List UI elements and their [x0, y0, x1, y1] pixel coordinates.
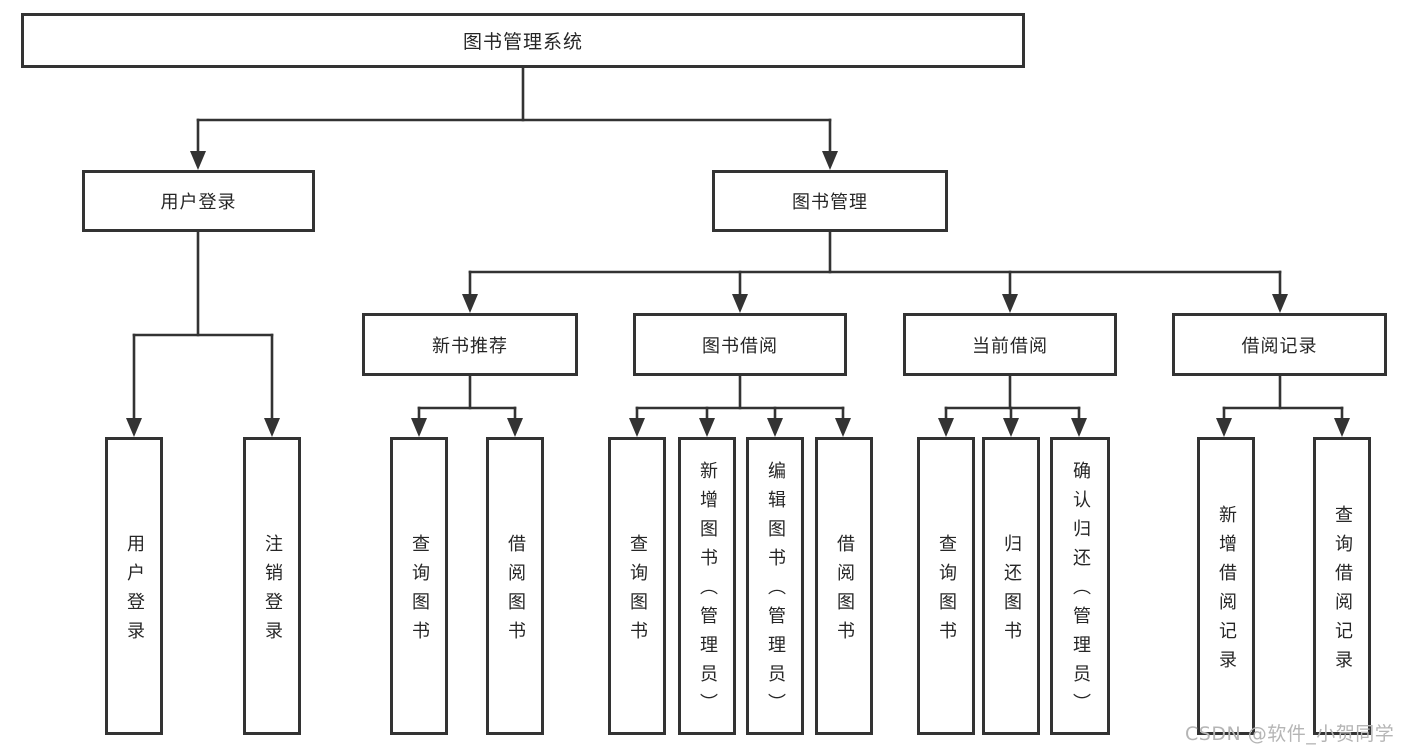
node-borrowing-records: 借阅记录 [1172, 313, 1387, 376]
leaf-query-borrow-record: 查询借阅记录 [1313, 437, 1371, 735]
leaf-label: 借阅图书 [505, 533, 526, 650]
leaf-label: 新增图书（管理员） [697, 461, 718, 722]
node-user-login: 用户登录 [82, 170, 315, 232]
leaf-confirm-return-admin: 确认归还（管理员） [1050, 437, 1110, 735]
node-label: 借阅记录 [1241, 335, 1318, 357]
leaf-user-login: 用户登录 [105, 437, 163, 735]
leaf-label: 归还图书 [1001, 533, 1022, 650]
leaf-label: 注销登录 [262, 533, 283, 650]
csdn-watermark: CSDN @软件_小贺同学 [1185, 723, 1395, 745]
leaf-add-books-admin: 新增图书（管理员） [678, 437, 736, 735]
node-label: 用户登录 [160, 192, 237, 213]
leaf-label: 查询图书 [936, 533, 957, 650]
node-label: 当前借阅 [972, 335, 1048, 357]
leaf-add-borrow-record: 新增借阅记录 [1197, 437, 1255, 735]
leaf-label: 借阅图书 [834, 533, 855, 650]
node-label: 新书推荐 [432, 335, 508, 357]
node-new-book-recommendation: 新书推荐 [362, 313, 578, 376]
node-current-borrowing: 当前借阅 [903, 313, 1117, 376]
node-book-borrowing: 图书借阅 [633, 313, 847, 376]
node-library-management-system: 图书管理系统 [21, 13, 1025, 68]
leaf-label: 查询图书 [627, 533, 648, 650]
leaf-label: 确认归还（管理员） [1070, 461, 1091, 722]
leaf-borrow-books: 借阅图书 [815, 437, 873, 735]
leaf-query-books: 查询图书 [390, 437, 448, 735]
node-label: 图书管理 [792, 192, 868, 213]
leaf-label: 查询借阅记录 [1332, 504, 1353, 679]
node-label: 图书借阅 [702, 335, 778, 357]
leaf-logout: 注销登录 [243, 437, 301, 735]
leaf-borrow-books: 借阅图书 [486, 437, 544, 735]
leaf-edit-books-admin: 编辑图书（管理员） [746, 437, 804, 735]
leaf-label: 新增借阅记录 [1216, 504, 1237, 679]
leaf-label: 用户登录 [124, 533, 145, 650]
leaf-query-books: 查询图书 [917, 437, 975, 735]
leaf-query-books: 查询图书 [608, 437, 666, 735]
node-label: 图书管理系统 [462, 31, 583, 53]
leaf-label: 编辑图书（管理员） [765, 461, 786, 722]
leaf-label: 查询图书 [409, 533, 430, 650]
leaf-return-books: 归还图书 [982, 437, 1040, 735]
node-book-management: 图书管理 [712, 170, 948, 232]
